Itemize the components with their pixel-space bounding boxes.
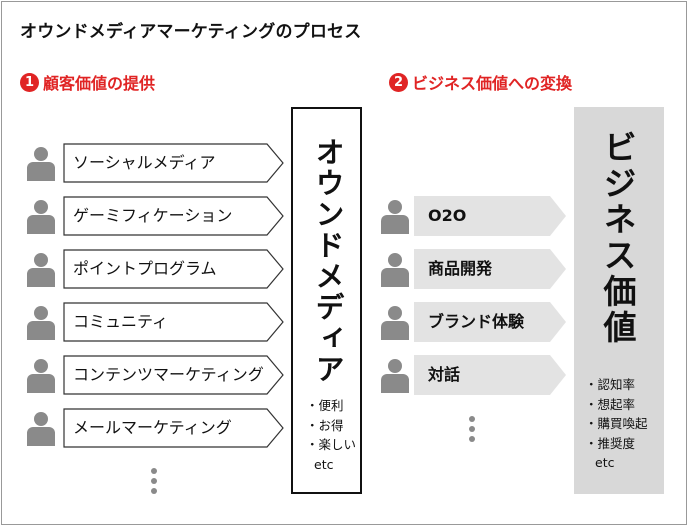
step1-number-badge: 1	[20, 72, 39, 92]
step1-label: 顧客価値の提供	[43, 74, 156, 93]
conversion-label: 対話	[428, 365, 461, 384]
conversion-label: ブランド体験	[428, 312, 525, 331]
conversion-label: 商品開発	[428, 259, 493, 278]
owned-media-title: オウンドメディア	[311, 137, 345, 385]
person-icon	[27, 412, 55, 446]
channel-label: ポイントプログラム	[73, 259, 217, 278]
more-dots-icon	[469, 416, 475, 446]
conversion-label: O2O	[428, 206, 467, 225]
person-icon	[27, 200, 55, 234]
channel-arrow: メールマーケティング	[63, 408, 285, 448]
step1-heading: 1 顧客価値の提供	[20, 70, 155, 94]
channel-arrow: ソーシャルメディア	[63, 143, 285, 183]
step2-number-badge: 2	[389, 72, 408, 92]
person-icon	[381, 253, 409, 287]
media-note: ・便利	[306, 398, 344, 413]
owned-media-notes: ・便利 ・お得 ・楽しい etc	[306, 396, 356, 474]
channel-label: コンテンツマーケティング	[73, 365, 264, 384]
person-icon	[27, 253, 55, 287]
channel-arrow: ポイントプログラム	[63, 249, 285, 289]
person-icon	[381, 306, 409, 340]
business-value-box: ビジネス価値 ・認知率 ・想起率 ・購買喚起 ・推奨度 etc	[574, 107, 664, 494]
media-note: ・楽しい	[306, 437, 357, 452]
channel-arrow: コンテンツマーケティング	[63, 355, 285, 395]
business-note: ・想起率	[585, 396, 636, 412]
media-note: etc	[314, 456, 334, 472]
business-note: etc	[595, 455, 615, 470]
channel-label: メールマーケティング	[73, 418, 232, 437]
channel-label: ソーシャルメディア	[73, 153, 216, 172]
more-dots-icon	[151, 468, 157, 498]
person-icon	[27, 359, 55, 393]
business-value-notes: ・認知率 ・想起率 ・購買喚起 ・推奨度 etc	[585, 375, 648, 473]
conversion-arrow: O2O	[414, 196, 566, 236]
business-note: ・推奨度	[585, 435, 636, 451]
diagram-title: オウンドメディアマーケティングのプロセス	[20, 22, 362, 42]
media-note: ・お得	[306, 417, 344, 433]
business-note: ・認知率	[585, 377, 636, 392]
person-icon	[381, 359, 409, 393]
channel-label: ゲーミフィケーション	[73, 206, 233, 225]
channel-arrow: ゲーミフィケーション	[63, 196, 285, 236]
business-note: ・購買喚起	[585, 416, 648, 431]
conversion-arrow: 対話	[414, 355, 566, 395]
person-icon	[381, 200, 409, 234]
owned-media-box: オウンドメディア ・便利 ・お得 ・楽しい etc	[291, 107, 362, 494]
person-icon	[27, 147, 55, 181]
step2-heading: 2 ビジネス価値への変換	[389, 70, 572, 94]
business-value-title: ビジネス価値	[598, 130, 637, 346]
person-icon	[27, 306, 55, 340]
conversion-arrow: ブランド体験	[414, 302, 566, 342]
channel-arrow: コミュニティ	[63, 302, 285, 342]
step2-label: ビジネス価値への変換	[412, 74, 573, 93]
conversion-arrow: 商品開発	[414, 249, 566, 289]
channel-label: コミュニティ	[73, 312, 169, 331]
